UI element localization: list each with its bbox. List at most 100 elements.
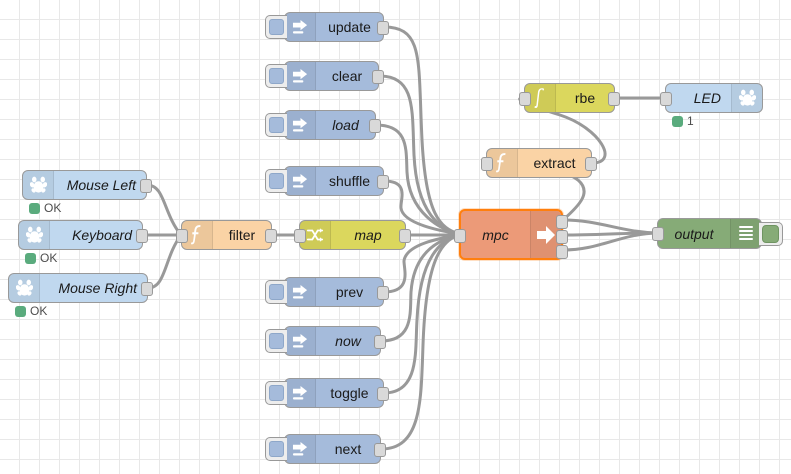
status-badge: OK [15, 304, 47, 318]
wire-mouse-right-to-filter [146, 233, 183, 290]
output-port-3[interactable] [556, 245, 568, 259]
output-port[interactable] [608, 92, 620, 106]
inject-button[interactable] [265, 280, 287, 304]
node-label: LED [693, 90, 721, 106]
inject-button[interactable] [265, 329, 287, 353]
node-inject-now[interactable]: now [265, 326, 386, 356]
output-port-1[interactable] [556, 215, 568, 229]
wire-now-to-mpc [379, 233, 461, 343]
debug-toggle-square [762, 224, 779, 243]
inject-arrow-icon [285, 327, 316, 355]
node-inject-update[interactable]: update [265, 12, 389, 42]
inject-arrow-icon [285, 278, 316, 306]
node-label: Keyboard [72, 227, 132, 243]
raspberry-pi-icon [19, 221, 50, 249]
node-label: extract [533, 155, 576, 171]
status-text: OK [40, 251, 58, 265]
raspberry-pi-icon [23, 171, 54, 199]
input-port[interactable] [454, 229, 466, 243]
raspberry-pi-icon [731, 84, 762, 112]
node-label: map [354, 227, 382, 243]
status-dot [672, 115, 683, 127]
wire-clear-to-mpc [377, 74, 461, 236]
output-port[interactable] [377, 21, 389, 35]
output-port[interactable] [141, 282, 153, 296]
status-text: OK [44, 201, 62, 215]
status-dot [29, 202, 40, 214]
output-port[interactable] [374, 443, 386, 457]
status-text: 1 [687, 114, 694, 128]
wire-update-to-mpc [382, 25, 461, 236]
node-mpc[interactable]: mpc [454, 209, 568, 260]
debug-lines-icon [730, 219, 761, 248]
input-port[interactable] [519, 92, 531, 106]
input-port[interactable] [176, 229, 188, 243]
output-port[interactable] [377, 175, 389, 189]
inject-button-square [269, 284, 284, 300]
input-port[interactable] [294, 229, 306, 243]
node-led[interactable]: LED 1 [660, 83, 763, 128]
wire-mpc-out2-to-output [561, 231, 659, 237]
node-output-debug[interactable]: output [652, 218, 783, 249]
node-mouse-right[interactable]: Mouse Right OK [8, 273, 153, 318]
node-label: shuffle [329, 173, 370, 189]
inject-button[interactable] [265, 113, 287, 137]
inject-arrow-icon [285, 111, 316, 139]
inject-button[interactable] [265, 64, 287, 88]
inject-arrow-icon [285, 62, 316, 90]
node-inject-load[interactable]: load [265, 110, 381, 140]
status-badge: OK [25, 251, 57, 265]
node-inject-next[interactable]: next [265, 434, 386, 464]
node-map[interactable]: map [294, 220, 411, 250]
node-filter[interactable]: filter [176, 220, 277, 250]
output-port[interactable] [140, 179, 152, 193]
node-inject-toggle[interactable]: toggle [265, 378, 389, 408]
node-extract[interactable]: extract [481, 148, 597, 178]
inject-button-square [269, 333, 284, 349]
input-port[interactable] [481, 157, 493, 171]
wire-toggle-to-mpc [382, 233, 461, 395]
node-label: clear [331, 68, 363, 84]
node-rbe[interactable]: rbe [519, 83, 620, 113]
inject-arrow-icon [285, 435, 316, 463]
wire-mpc-out1-to-output [561, 218, 659, 235]
status-dot [25, 252, 36, 264]
output-port[interactable] [372, 70, 384, 84]
status-badge: 1 [672, 114, 694, 128]
status-text: OK [30, 304, 48, 318]
output-port[interactable] [377, 387, 389, 401]
inject-arrow-icon [285, 167, 316, 195]
input-port[interactable] [652, 227, 664, 241]
inject-arrow-icon [285, 379, 316, 407]
output-port[interactable] [374, 335, 386, 349]
inject-button-square [269, 19, 284, 35]
inject-button[interactable] [265, 437, 287, 461]
inject-button-square [269, 173, 284, 189]
node-inject-shuffle[interactable]: shuffle [265, 166, 389, 196]
node-label: update [328, 19, 371, 35]
output-port[interactable] [265, 229, 277, 243]
inject-button[interactable] [265, 169, 287, 193]
output-port-2[interactable] [556, 230, 568, 244]
output-port[interactable] [369, 119, 381, 133]
node-keyboard[interactable]: Keyboard OK [18, 220, 148, 265]
output-port[interactable] [136, 229, 148, 243]
function-icon [487, 149, 518, 177]
output-port[interactable] [399, 229, 411, 243]
inject-button[interactable] [265, 15, 287, 39]
node-inject-prev[interactable]: prev [265, 277, 389, 307]
node-label: toggle [330, 385, 369, 401]
output-port[interactable] [585, 157, 597, 171]
node-label: load [332, 117, 359, 133]
status-dot [15, 305, 26, 317]
node-label: output [674, 225, 714, 242]
output-port[interactable] [377, 286, 389, 300]
inject-button[interactable] [265, 381, 287, 405]
input-port[interactable] [660, 92, 672, 106]
node-label: rbe [574, 90, 596, 106]
wire-mpc-out3-to-output [561, 231, 659, 252]
debug-toggle-button[interactable] [759, 221, 783, 246]
node-mouse-left[interactable]: Mouse Left OK [22, 170, 152, 215]
node-inject-clear[interactable]: clear [265, 61, 384, 91]
